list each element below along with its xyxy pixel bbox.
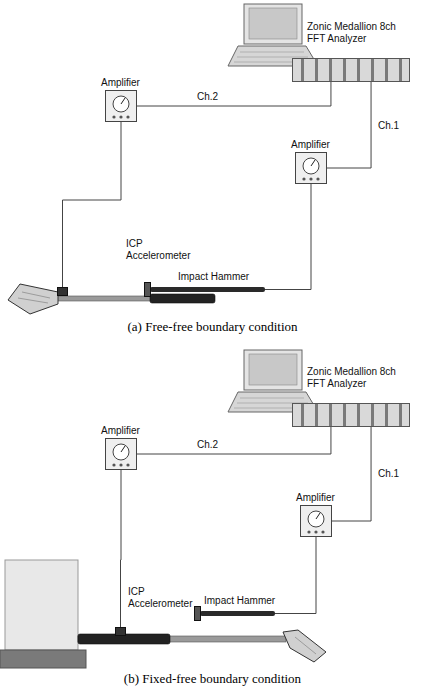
signal-cable [137, 82, 331, 106]
signal-cable [63, 122, 122, 287]
amplifier-dial [296, 153, 326, 183]
amplifier-dial [106, 91, 136, 121]
impact-hammer: Impact Hammer [150, 287, 265, 292]
channel-label: Ch.1 [376, 468, 401, 480]
channel-label: Ch.1 [376, 120, 401, 132]
node-label: Amplifier [101, 425, 140, 437]
impact-hammer: Impact Hammer [200, 611, 275, 616]
node-label: Amplifier [296, 492, 335, 504]
node-label: Impact Hammer [178, 271, 249, 283]
channel-label: Ch.2 [195, 439, 220, 451]
fft-analyzer: Zonic Medallion 8ch FFT Analyzer [292, 58, 410, 82]
amplifier-box: Amplifier [300, 505, 332, 537]
signal-cable [275, 537, 316, 614]
signal-cable [327, 82, 371, 168]
amplifier-dial [301, 506, 331, 536]
figure-caption: (a) Free-free boundary condition [0, 319, 425, 334]
hammer-head [144, 282, 151, 297]
amplifier-box: Amplifier [105, 438, 137, 470]
clamp-fixture [0, 560, 86, 668]
channel-label: Ch.2 [195, 91, 220, 103]
figure-caption: (b) Fixed-free boundary condition [0, 671, 425, 686]
amplifier-box: Amplifier [295, 152, 327, 184]
node-label: Amplifier [101, 77, 140, 89]
signal-cable [120, 470, 122, 627]
signal-cable [137, 427, 331, 454]
node-label: ICP Accelerometer [126, 238, 196, 262]
node-label: ICP Accelerometer [128, 586, 198, 610]
node-label: Zonic Medallion 8ch FFT Analyzer [307, 366, 403, 390]
accelerometer: ICP Accelerometer [57, 287, 68, 296]
amplifier-dial [106, 439, 136, 469]
signal-cable [332, 427, 371, 521]
node-label: Amplifier [291, 139, 330, 151]
accelerometer: ICP Accelerometer [115, 627, 126, 636]
node-label: Zonic Medallion 8ch FFT Analyzer [307, 21, 403, 45]
amplifier-box: Amplifier [105, 90, 137, 122]
node-label: Impact Hammer [204, 595, 275, 607]
laptop [228, 4, 318, 66]
signal-cable [265, 184, 311, 290]
hammer-head [194, 606, 201, 621]
fft-analyzer: Zonic Medallion 8ch FFT Analyzer [292, 403, 410, 427]
